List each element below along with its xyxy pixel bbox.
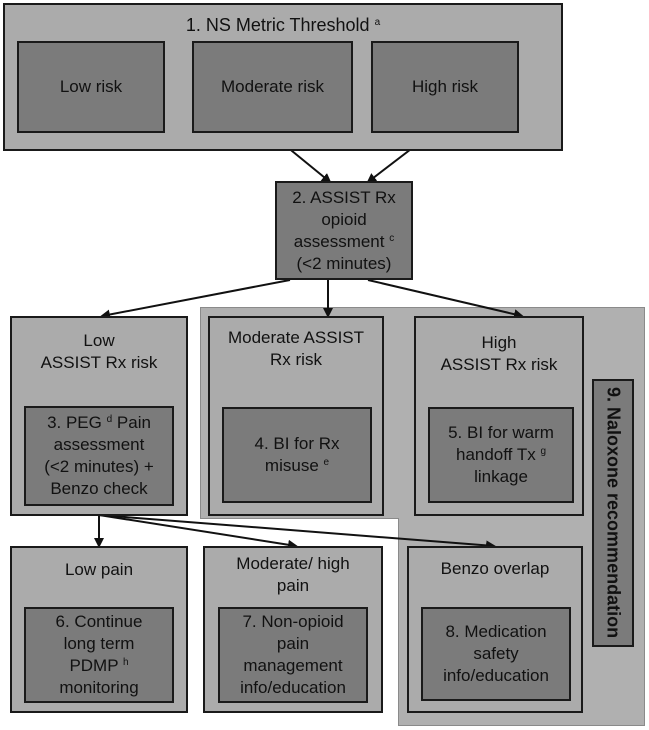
arrow-peg-to-benzo	[98, 514, 496, 551]
arrow-assist-to-high	[367, 279, 524, 320]
moderate-risk-box: Moderate risk	[192, 41, 353, 133]
arrow-peg-to-modhigh	[98, 514, 298, 550]
low-assist-risk-box: Low ASSIST Rx risk 3. PEG d Pain assessm…	[10, 316, 188, 516]
high-assist-risk-box: High ASSIST Rx risk 5. BI for warm hando…	[414, 316, 584, 516]
arrow-assist-to-low	[100, 279, 291, 320]
low-assist-title: Low ASSIST Rx risk	[40, 331, 158, 372]
peg-pain-assessment-box: 3. PEG d Pain assessment (<2 minutes) + …	[24, 406, 174, 506]
high-risk-box: High risk	[371, 41, 519, 133]
ns-metric-threshold-box: 1. NS Metric Threshold a Low risk Modera…	[3, 3, 563, 151]
bi-rx-misuse-box: 4. BI for Rx misuse e	[222, 407, 372, 503]
non-opioid-pain-management-box: 7. Non-opioid pain management info/educa…	[218, 607, 368, 703]
pdmp-monitoring-box: 6. Continue long term PDMP h monitoring	[24, 607, 174, 703]
low-pain-title: Low pain	[64, 560, 134, 579]
moderate-high-pain-title: Moderate/ high pain	[236, 554, 350, 595]
bi-warm-handoff-box: 5. BI for warm handoff Tx g linkage	[428, 407, 574, 503]
benzo-overlap-box: Benzo overlap 8. Medication safety info/…	[407, 546, 583, 713]
threshold-title: 1. NS Metric Threshold a	[185, 15, 381, 35]
moderate-assist-title: Moderate ASSIST Rx risk	[227, 328, 365, 369]
moderate-high-pain-box: Moderate/ high pain 7. Non-opioid pain m…	[203, 546, 383, 713]
naloxone-recommendation-box: 9. Naloxone recommendation	[592, 379, 634, 647]
medication-safety-box: 8. Medication safety info/education	[421, 607, 571, 701]
moderate-assist-risk-box: Moderate ASSIST Rx risk 4. BI for Rx mis…	[208, 316, 384, 516]
low-pain-box: Low pain 6. Continue long term PDMP h mo…	[10, 546, 188, 713]
benzo-overlap-title: Benzo overlap	[440, 559, 550, 578]
high-assist-title: High ASSIST Rx risk	[440, 333, 558, 374]
low-risk-box: Low risk	[17, 41, 165, 133]
assist-rx-assessment-box: 2. ASSIST Rx opioid assessment c (<2 min…	[275, 181, 413, 280]
